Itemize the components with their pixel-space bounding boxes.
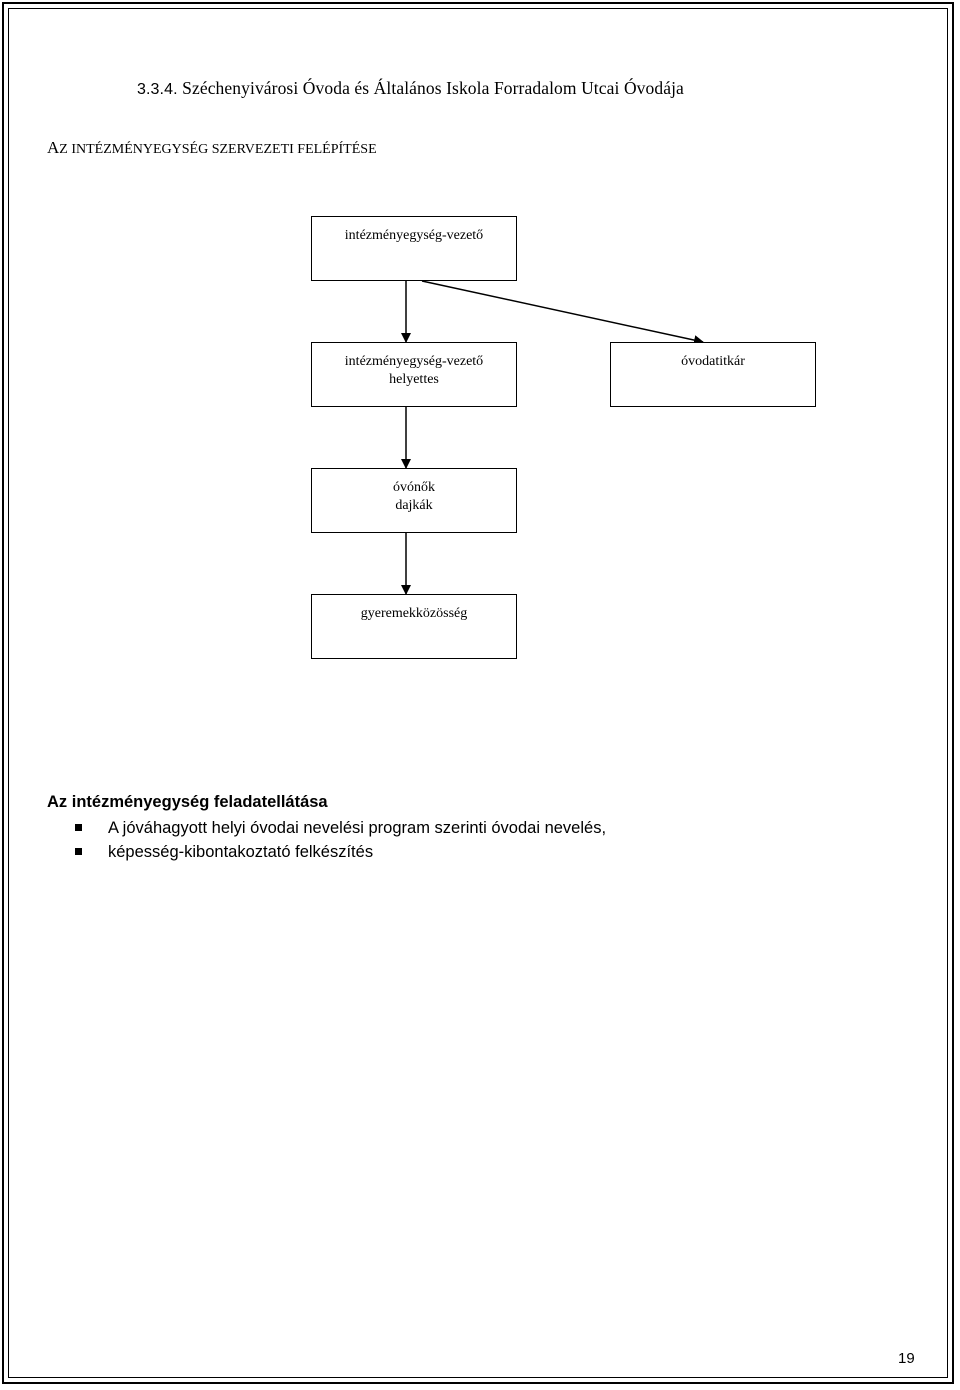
page-border-inner xyxy=(8,8,948,1378)
org-structure-heading: AZ INTÉZMÉNYEGYSÉG SZERVEZETI FELÉPÍTÉSE xyxy=(47,138,377,158)
org-box-secretary-label: óvodatitkár xyxy=(681,354,745,369)
tasks-heading: Az intézményegység feladatellátása xyxy=(47,793,328,811)
list-item: képesség-kibontakoztató felkészítés xyxy=(75,840,606,864)
section-number: 3.3.4. xyxy=(137,81,178,98)
section-heading: 3.3.4. Széchenyivárosi Óvoda és Általáno… xyxy=(137,78,684,99)
org-box-staff-label-line2: dajkák xyxy=(395,498,433,513)
section-title: Széchenyivárosi Óvoda és Általános Iskol… xyxy=(182,78,684,98)
org-box-deputy-label-line2: helyettes xyxy=(389,372,439,387)
tasks-list: A jóváhagyott helyi óvodai nevelési prog… xyxy=(75,816,606,864)
org-box-children: gyeremekközösség xyxy=(311,594,517,659)
square-bullet-icon xyxy=(75,848,82,855)
square-bullet-icon xyxy=(75,824,82,831)
org-structure-heading-rest: Z INTÉZMÉNYEGYSÉG SZERVEZETI FELÉPÍTÉSE xyxy=(59,142,377,157)
org-box-deputy: intézményegység-vezető helyettes xyxy=(311,342,517,407)
list-item-text: képesség-kibontakoztató felkészítés xyxy=(108,843,374,861)
org-box-staff: óvónők dajkák xyxy=(311,468,517,533)
org-box-leader-label: intézményegység-vezető xyxy=(344,228,484,243)
org-structure-heading-initial: A xyxy=(47,138,60,157)
org-box-staff-label-line1: óvónők xyxy=(393,480,435,495)
list-item-text: A jóváhagyott helyi óvodai nevelési prog… xyxy=(108,819,607,837)
page-number: 19 xyxy=(898,1350,915,1367)
org-box-secretary: óvodatitkár xyxy=(610,342,816,407)
arrow-leader-to-secretary xyxy=(421,280,704,345)
org-box-deputy-label-line1: intézményegység-vezető xyxy=(344,354,484,369)
org-box-leader: intézményegység-vezető xyxy=(311,216,517,281)
list-item: A jóváhagyott helyi óvodai nevelési prog… xyxy=(75,816,606,840)
org-box-children-label: gyeremekközösség xyxy=(360,606,468,621)
